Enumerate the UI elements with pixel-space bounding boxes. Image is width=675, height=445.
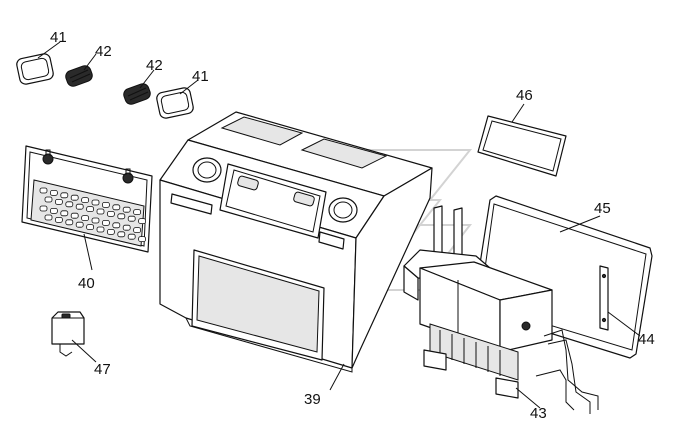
grille-hole [122, 206, 131, 213]
grille-hole [127, 215, 136, 222]
grille-hole [65, 201, 74, 208]
grille-hole [122, 224, 131, 231]
callout-46: 46 [516, 87, 533, 104]
grille-hole [102, 219, 110, 226]
callout-43: 43 [530, 405, 547, 422]
part-42-left-knob [65, 65, 93, 87]
leader-lines [37, 41, 641, 409]
grille-hole [138, 236, 147, 243]
grille-hole [81, 215, 89, 222]
grille-hole [55, 198, 63, 205]
grille-hole [112, 222, 121, 229]
part-42-right-knob [123, 83, 151, 105]
callout-44: 44 [638, 331, 655, 348]
part-40-grille-panel [21, 145, 153, 253]
grille-hole [107, 228, 115, 235]
grille-hole [117, 213, 126, 220]
grille-hole [107, 210, 115, 217]
grille-hole [60, 192, 69, 199]
part-41-right-cap [156, 87, 194, 119]
grille-hole [44, 196, 53, 203]
grille-hole [65, 219, 74, 226]
callout-41-left: 41 [50, 29, 67, 46]
grille-hole [39, 205, 48, 212]
grille-hole [102, 201, 110, 208]
part-44-bracket [599, 265, 609, 331]
grille-hole [91, 199, 100, 206]
grille-hole [96, 208, 105, 215]
grille-hole [50, 189, 58, 196]
callout-41-right: 41 [192, 68, 209, 85]
grille-hole [117, 231, 126, 238]
part-47-relay-box [51, 311, 85, 357]
grille-hole [96, 226, 105, 233]
grille-hole [81, 197, 89, 204]
part-46-seal [477, 115, 567, 177]
grille-hole [60, 210, 69, 217]
grille-hole [50, 207, 58, 214]
callout-39: 39 [304, 391, 321, 408]
part-39-dashboard-housing [159, 111, 433, 373]
grille-hole [70, 194, 79, 201]
grille-hole [91, 217, 100, 224]
grille-hole [138, 218, 147, 225]
grille-hole [75, 221, 84, 228]
part-41-left-cap [16, 53, 54, 85]
part-43-heater-unit [403, 205, 599, 414]
grille-hole [86, 224, 94, 231]
grille-hole [55, 216, 63, 223]
grille-hole [75, 203, 84, 210]
grille-hole [112, 204, 121, 211]
grille-hole [133, 209, 142, 216]
callout-40: 40 [78, 275, 95, 292]
grille-hole [127, 233, 136, 240]
grille-hole [70, 212, 79, 219]
grille-hole [39, 187, 48, 194]
callout-47: 47 [94, 361, 111, 378]
callout-42-left: 42 [95, 43, 112, 60]
grille-holes [39, 187, 147, 243]
grille-hole [44, 214, 53, 221]
grille-hole [86, 206, 94, 213]
callout-42-right: 42 [146, 57, 163, 74]
grille-hole [133, 227, 142, 234]
callout-45: 45 [594, 200, 611, 217]
